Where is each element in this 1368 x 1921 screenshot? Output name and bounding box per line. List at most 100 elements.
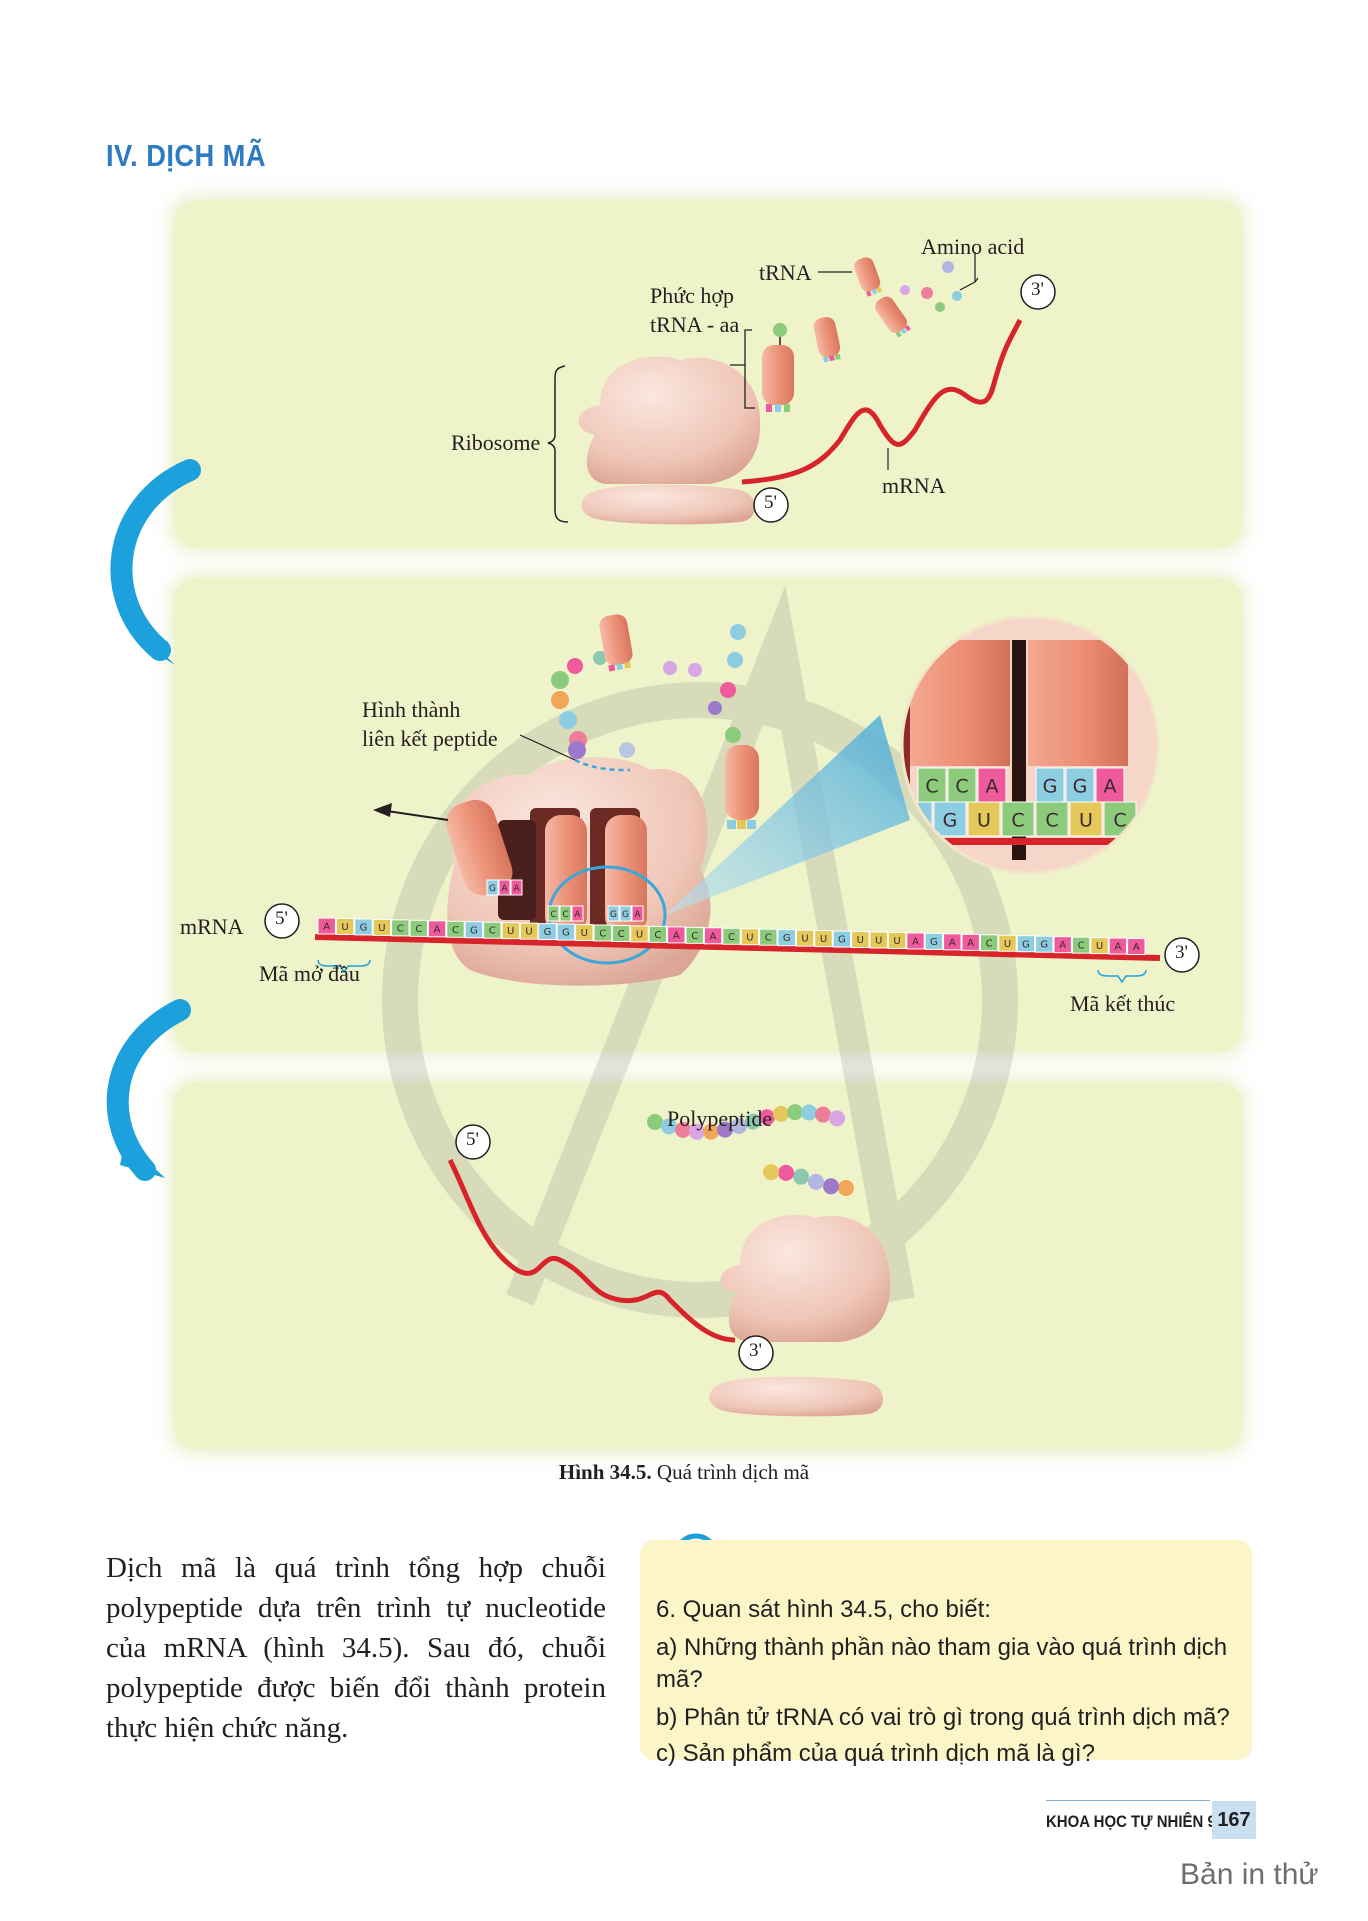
svg-text:G: G (562, 928, 570, 939)
svg-text:U: U (1096, 941, 1103, 952)
ribosome-small-subunit (581, 485, 755, 525)
end-5-mid-text: 5' (275, 908, 288, 930)
svg-text:G: G (470, 925, 478, 936)
svg-text:A: A (1059, 940, 1066, 951)
svg-text:C: C (415, 924, 422, 935)
mrna-base: U (796, 930, 813, 946)
svg-text:C: C (550, 910, 556, 920)
svg-text:C: C (397, 923, 404, 934)
zoom-anticodon-base: A (978, 768, 1006, 802)
zoom-codon-base: U (968, 802, 1000, 836)
mrna-base: A (962, 934, 979, 950)
zoom-codon-base: C (1002, 802, 1034, 836)
svg-text:U: U (581, 928, 588, 939)
label-trna: tRNA (759, 260, 812, 285)
label-ribosome: Ribosome (451, 430, 540, 455)
zoom-codon-base: C (1104, 802, 1136, 836)
mrna-base: G (778, 930, 795, 946)
anticodon-middle: A (572, 906, 583, 921)
label-start-codon: Mã mở đầu (259, 961, 360, 986)
svg-text:A: A (710, 931, 717, 942)
svg-text:A: A (501, 884, 508, 894)
mrna-base: C (484, 922, 501, 938)
svg-text:A: A (634, 910, 641, 920)
svg-text:U: U (977, 809, 991, 831)
free-amino-acids (900, 252, 978, 312)
ribosome-brace (548, 366, 568, 522)
mrna-base: C (447, 921, 464, 937)
mrna-base: G (833, 931, 850, 947)
mrna-base: C (686, 927, 703, 943)
mrna-base: A (1054, 937, 1071, 953)
proof-watermark: Bản in thử (1180, 1858, 1319, 1892)
label-complex-2: tRNA - aa (650, 312, 739, 337)
svg-text:C: C (925, 775, 938, 797)
svg-text:A: A (912, 936, 919, 947)
svg-text:G: G (1073, 775, 1088, 797)
svg-text:U: U (893, 936, 900, 947)
svg-text:C: C (1045, 809, 1058, 831)
caption-label: Hình 34.5. (559, 1460, 652, 1484)
mrna-base: U (520, 923, 537, 939)
label-amino-acid: Amino acid (921, 234, 1024, 259)
label-polypeptide: Polypeptide (667, 1106, 772, 1131)
body-paragraph: Dịch mã là quá trình tổng hợp chuỗi poly… (106, 1548, 606, 1748)
svg-text:C: C (765, 933, 772, 944)
svg-text:U: U (801, 934, 808, 945)
svg-text:C: C (489, 926, 496, 937)
end-3-bottom-text: 3' (749, 1340, 762, 1362)
svg-text:G: G (1043, 775, 1058, 797)
svg-text:C: C (1113, 809, 1126, 831)
svg-text:U: U (341, 922, 348, 933)
footer-rule (1046, 1800, 1210, 1801)
svg-text:U: U (1079, 809, 1093, 831)
mrna-base: A (944, 934, 961, 950)
svg-text:G: G (489, 884, 496, 894)
mrna-base: C (392, 920, 409, 936)
end-5-bottom-text: 5' (466, 1129, 479, 1151)
figure-caption: Hình 34.5. Quá trình dịch mã (0, 1460, 1368, 1485)
svg-text:A: A (574, 910, 581, 920)
svg-text:U: U (507, 926, 514, 937)
amino-acid-bead (815, 1107, 831, 1123)
mrna-base: C (649, 926, 666, 942)
amino-acid-bead (793, 1169, 809, 1185)
mrna-base: U (631, 926, 648, 942)
mrna-base: A (907, 933, 924, 949)
anticodon-middle: C (560, 906, 571, 921)
zoom-codon-base: C (1036, 802, 1068, 836)
svg-text:A: A (949, 937, 956, 948)
svg-text:C: C (599, 929, 606, 940)
mrna-base: U (576, 925, 593, 941)
svg-text:U: U (820, 934, 827, 945)
label-peptide-1: Hình thành (362, 697, 460, 722)
amino-acid-bead (787, 1104, 803, 1120)
zoom-anticodon-base: C (918, 768, 946, 802)
mrna-base: G (1017, 936, 1034, 952)
svg-text:C: C (452, 925, 459, 936)
anticodon-left: A (511, 880, 522, 895)
mrna-base: U (852, 932, 869, 948)
svg-text:C: C (618, 929, 625, 940)
svg-text:G: G (360, 922, 368, 933)
end-3-mid-text: 3' (1175, 942, 1188, 964)
mrna-base: U (815, 931, 832, 947)
svg-text:C: C (1078, 941, 1085, 952)
label-mrna-top: mRNA (882, 473, 946, 498)
mrna-base: U (336, 918, 353, 934)
free-trna-group (812, 255, 912, 363)
mrna-base: A (318, 918, 335, 934)
svg-text:U: U (857, 935, 864, 946)
ribosome-small-released (709, 1377, 883, 1417)
label-stop-codon: Mã kết thúc (1070, 991, 1175, 1016)
mrna-base: C (1072, 937, 1089, 953)
svg-text:C: C (986, 938, 993, 949)
question-title: 6. Quan sát hình 34.5, cho biết: (656, 1596, 991, 1624)
mrna-base: C (723, 928, 740, 944)
mrna-base: A (1128, 939, 1145, 955)
trna-aa-complex (762, 323, 794, 412)
svg-text:C: C (955, 775, 968, 797)
page-number: 167 (1212, 1801, 1256, 1839)
anticodon-middle: C (548, 906, 559, 921)
